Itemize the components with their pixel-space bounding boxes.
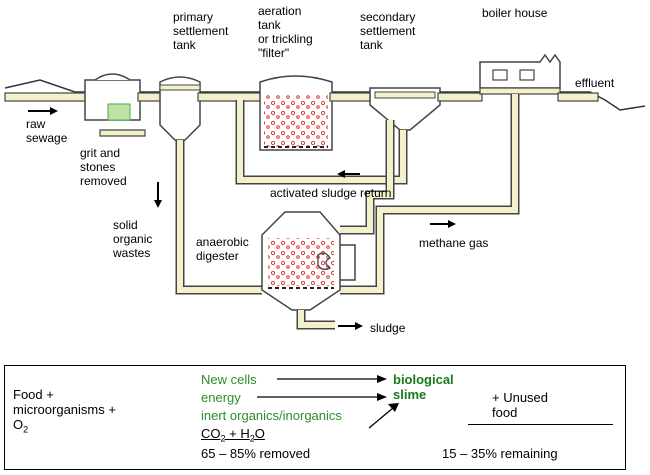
label-sludge: sludge	[370, 321, 406, 335]
equation-co2-h2o: CO2 + H2O	[201, 426, 265, 444]
grit-chamber	[84, 73, 146, 137]
equation-underline	[468, 424, 613, 425]
label-boiler-house: boiler house	[482, 6, 548, 20]
equation-inert: inert organics/inorganics	[201, 408, 342, 423]
anaerobic-digester	[261, 211, 356, 311]
sludge-return-arrow	[337, 170, 360, 178]
secondary-to-digester-pipe	[340, 120, 395, 235]
inlet-pipe	[4, 92, 88, 102]
primary-to-digester-pipe	[175, 140, 262, 295]
label-grit: grit and stones removed	[80, 146, 127, 188]
equation-arrows	[257, 375, 399, 429]
label-solid-wastes: solid organic wastes	[113, 218, 153, 260]
label-methane-gas: methane gas	[419, 236, 489, 250]
sludge-arrow	[338, 322, 363, 330]
boiler-house	[479, 53, 561, 95]
reaction-equation-box: Food + microorganisms + O2 New cells ene…	[4, 365, 626, 470]
label-secondary-tank: secondary settlement tank	[360, 10, 416, 52]
raw-sewage-arrow	[28, 107, 58, 115]
label-effluent: effluent	[575, 76, 615, 90]
equation-energy: energy	[201, 390, 241, 405]
primary-settlement-tank	[159, 76, 201, 141]
sludge-outlet-pipe	[296, 310, 335, 330]
ground-line	[4, 79, 646, 111]
equation-remaining: 15 – 35% remaining	[442, 446, 558, 461]
equation-result: biological slime	[393, 372, 454, 402]
label-aeration-tank: aeration tank or trickling "filter"	[258, 4, 313, 60]
secondary-settlement-tank	[369, 87, 441, 131]
methane-pipe	[340, 94, 520, 295]
sludge-return-pipe	[235, 100, 408, 185]
solid-waste-arrow	[154, 182, 162, 208]
equation-new-cells: New cells	[201, 372, 257, 387]
label-primary-tank: primary settlement tank	[173, 10, 229, 52]
label-raw-sewage: raw sewage	[26, 117, 68, 145]
label-anaerobic-digester: anaerobic digester	[196, 235, 249, 263]
sewage-treatment-diagram	[4, 53, 646, 330]
aeration-tank	[259, 75, 333, 151]
equation-removed: 65 – 85% removed	[201, 446, 311, 461]
equation-left: Food + microorganisms + O2	[13, 387, 116, 435]
equation-unused: + Unused food	[492, 390, 549, 420]
methane-arrow	[430, 220, 456, 228]
label-sludge-return: activated sludge return	[270, 186, 392, 200]
